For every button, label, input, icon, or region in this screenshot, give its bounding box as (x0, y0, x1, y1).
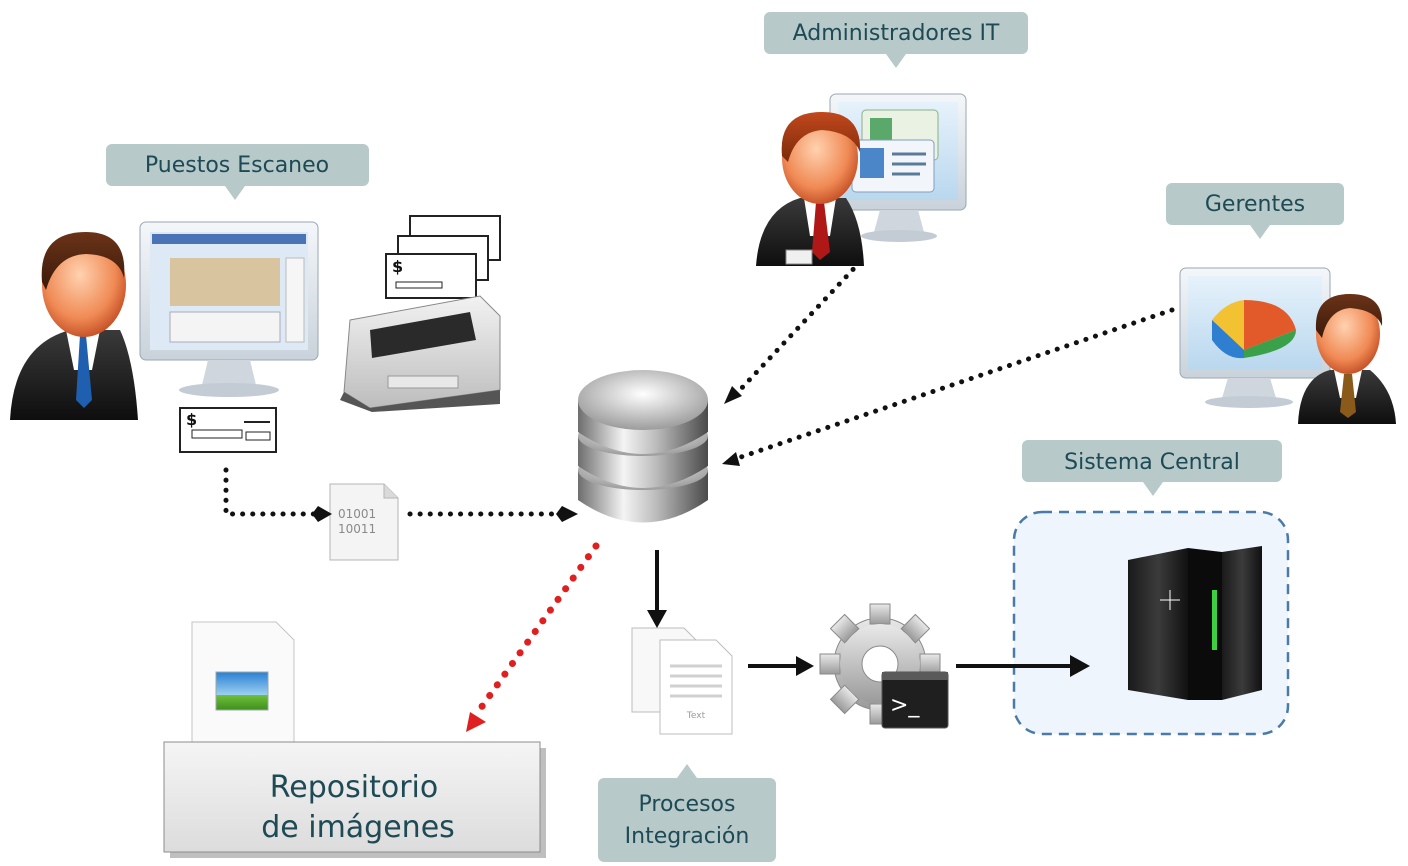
label-gerentes: Gerentes (1205, 192, 1305, 217)
arrowhead-db-to-docs (647, 610, 667, 628)
text-documents-icon: Text (631, 627, 733, 735)
callout-gerentes: Gerentes (1166, 183, 1344, 239)
arrowhead-db-to-repo (466, 712, 486, 732)
arrowhead-admin-to-db (724, 386, 742, 404)
check-icon: $ (179, 407, 277, 453)
scanner-icon (340, 295, 501, 412)
text-doc-caption: Text (686, 711, 706, 721)
binary-line-2: 10011 (338, 522, 376, 536)
gear-terminal-icon: >_ (819, 603, 949, 729)
arrowhead-gear-to-server (1070, 655, 1090, 677)
image-file-icon (191, 621, 295, 757)
callout-procesos-integracion: Procesos Integración (598, 764, 776, 862)
callout-sistema-central: Sistema Central (1022, 440, 1282, 496)
manager-user-icon (1298, 294, 1396, 424)
terminal-prompt: >_ (890, 693, 920, 718)
label-sistema-central: Sistema Central (1064, 450, 1240, 475)
scanning-monitor-icon (139, 221, 319, 397)
arrowhead-docs-to-gear (796, 656, 814, 676)
red-dotted-connector-db-to-repo (474, 542, 600, 716)
database-icon (578, 370, 708, 523)
check-stack-icon: $ (385, 215, 501, 299)
callout-administradores-it: Administradores IT (764, 12, 1028, 68)
repositorio-box: Repositorio de imágenes (163, 741, 546, 858)
label-de-imagenes: de imágenes (261, 810, 455, 845)
manager-monitor-icon (1179, 267, 1331, 408)
binary-file-icon: 01001 10011 (329, 483, 399, 561)
label-repositorio: Repositorio (270, 770, 438, 805)
admin-user-icon (756, 112, 864, 266)
label-administradores-it: Administradores IT (793, 21, 1000, 46)
arrowhead-gerentes-to-db (722, 452, 740, 466)
binary-line-1: 01001 (338, 507, 376, 521)
label-integracion: Integración (625, 824, 750, 849)
mainframe-server-icon (1128, 546, 1262, 700)
arrowhead-to-binary (312, 506, 332, 522)
scanning-user-icon (10, 232, 138, 420)
single-check-dollar-sign: $ (186, 410, 197, 429)
label-puestos-escaneo: Puestos Escaneo (145, 153, 329, 178)
admin-monitor-icon (829, 93, 967, 242)
dotted-connector-admin-to-db (735, 259, 863, 395)
callout-puestos-escaneo: Puestos Escaneo (106, 144, 369, 200)
dotted-connector-gerentes-to-db (735, 307, 1175, 461)
arrowhead-to-db-left (556, 506, 578, 522)
check-dollar-sign: $ (392, 257, 403, 276)
label-procesos: Procesos (639, 792, 736, 817)
